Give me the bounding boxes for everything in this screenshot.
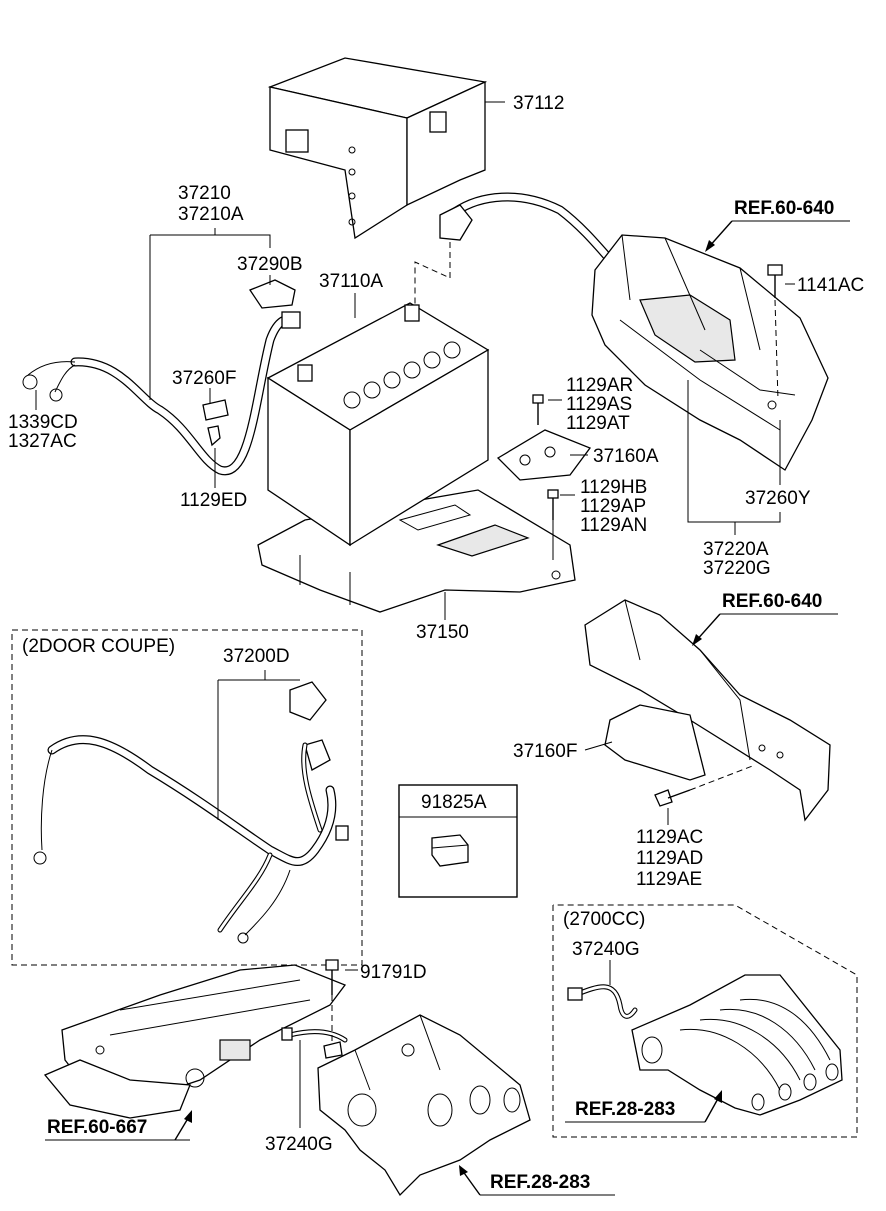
bolt-1129ac (654, 764, 756, 807)
body-panel-upper (591, 234, 829, 471)
label-37200d: 37200D (223, 646, 290, 667)
label-1129ad: 1129AD (636, 848, 703, 869)
label-91791d: 91791D (360, 962, 427, 983)
label-37150: 37150 (416, 622, 469, 643)
label-37112: 37112 (513, 93, 564, 114)
label-37110a: 37110A (319, 271, 383, 292)
ground-wire-main (281, 1027, 348, 1059)
label-37160f: 37160F (513, 741, 577, 762)
ref-28-283-option: REF.28-283 (575, 1099, 675, 1120)
ref-60-640-upper: REF.60-640 (734, 198, 834, 219)
battery (266, 302, 490, 547)
label-1129ae: 1129AE (636, 869, 702, 890)
label-37160a: 37160A (593, 446, 659, 467)
label-1129ed: 1129ED (180, 490, 247, 511)
label-1129ap: 1129AP (580, 496, 646, 517)
label-1129at: 1129AT (566, 413, 630, 434)
label-91825a: 91825A (421, 792, 487, 813)
label-37210a: 37210A (178, 204, 244, 225)
label-1129as: 1129AS (566, 394, 632, 415)
body-panel-lower (584, 599, 831, 822)
coupe-group-title: (2DOOR COUPE) (22, 636, 175, 657)
battery-cover (267, 57, 488, 240)
ref-28-283-main: REF.28-283 (490, 1172, 590, 1193)
label-37240g-opt: 37240G (572, 939, 640, 960)
ref-60-667: REF.60-667 (47, 1117, 147, 1138)
label-1129an: 1129AN (580, 515, 647, 536)
label-1327ac: 1327AC (8, 431, 77, 452)
label-1129hb: 1129HB (580, 477, 647, 498)
label-37220g: 37220G (703, 558, 771, 579)
bolt-1141ac (767, 264, 783, 401)
label-37210: 37210 (178, 183, 231, 204)
label-1129ar: 1129AR (566, 375, 633, 396)
bolt-1129ar (532, 394, 544, 425)
label-37240g-main: 37240G (265, 1134, 333, 1155)
label-37220a: 37220A (703, 539, 769, 560)
label-37260y: 37260Y (745, 488, 811, 509)
label-37260f: 37260F (172, 368, 236, 389)
bolt-91791d (325, 959, 339, 1045)
label-1129ac: 1129AC (636, 827, 703, 848)
engine-group-title: (2700CC) (563, 909, 645, 930)
leader-lines (35, 101, 850, 1196)
engine-2700cc-group (552, 904, 858, 1138)
fuse-box (398, 784, 518, 898)
label-1141ac: 1141AC (797, 275, 864, 296)
cowl-panel (43, 964, 347, 1119)
label-1339cd: 1339CD (8, 412, 78, 433)
bolt-1129hb (547, 489, 559, 560)
part-labels: 37112 37210 37210A 37290B 37110A 37260F … (8, 93, 864, 1193)
intake-manifold-main (317, 1014, 531, 1197)
bolt-1129ed (207, 425, 221, 447)
positive-cable-assembly (22, 279, 301, 476)
ref-60-640-lower: REF.60-640 (722, 591, 822, 612)
coupe-group (11, 629, 363, 966)
label-37290b: 37290B (237, 254, 303, 275)
bracket-37160a (496, 429, 592, 481)
